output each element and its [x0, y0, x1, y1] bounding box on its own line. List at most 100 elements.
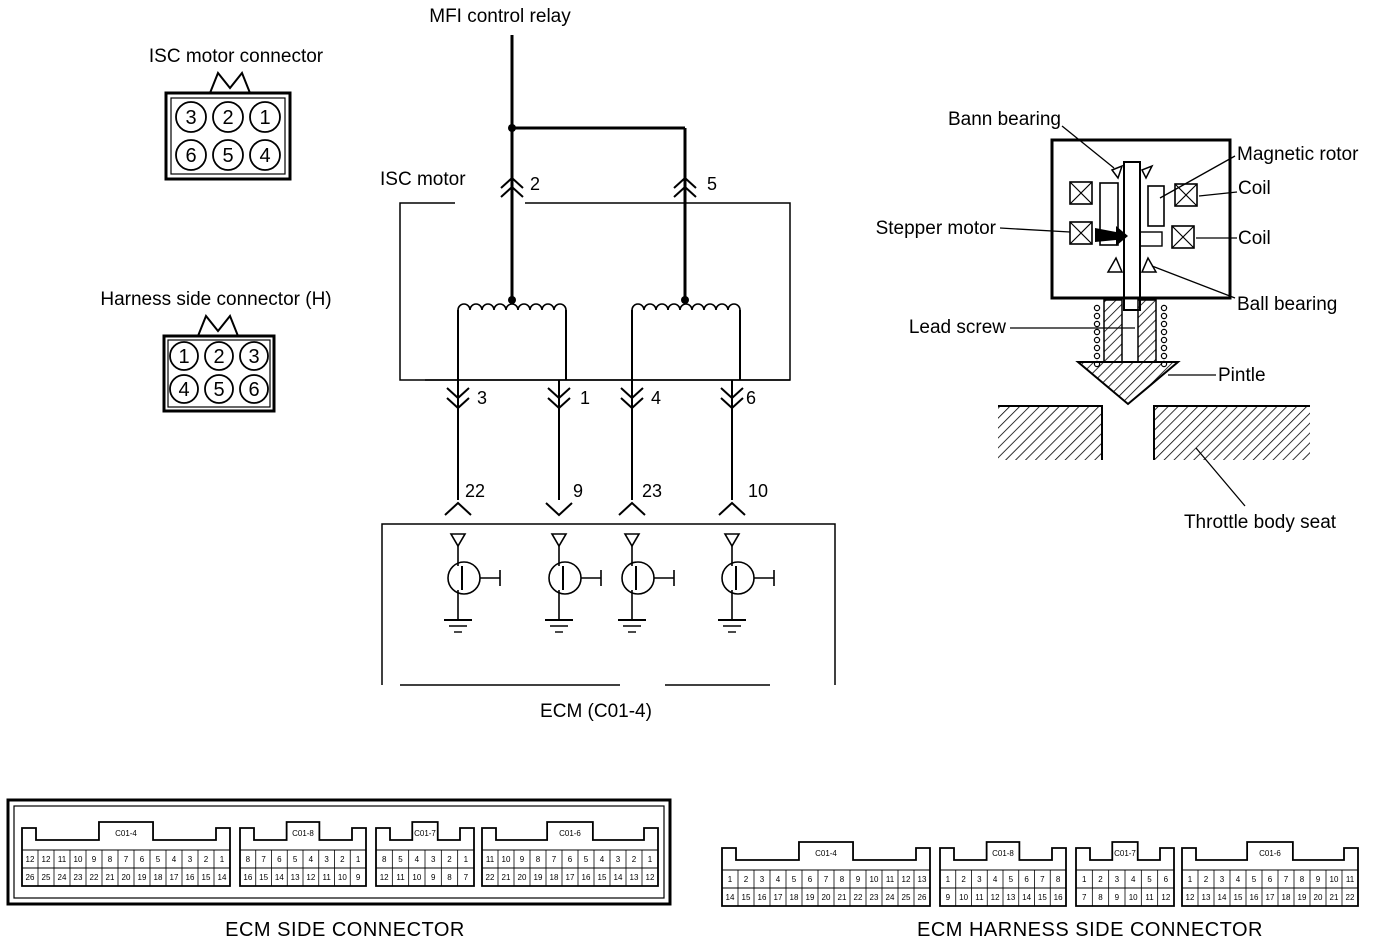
motor-pin-5: 5	[707, 174, 717, 194]
connector-pin-number: 17	[170, 873, 179, 882]
spring-coil-mark	[1093, 336, 1101, 344]
connector-pin-number: 10	[502, 855, 511, 864]
connector-pin-number: 15	[598, 873, 607, 882]
connector-pin-number: 2	[204, 855, 209, 864]
connector-pin-number: 9	[431, 873, 436, 882]
connector-pin-number: 7	[824, 875, 829, 884]
connector-pin-number: 16	[243, 873, 252, 882]
connector-pin-number: 3	[324, 855, 329, 864]
connector-pin-number: 6	[808, 875, 813, 884]
connector-pin-number: 12	[1161, 893, 1170, 902]
connector-pin-number: 20	[822, 893, 831, 902]
connector-pin-number: 15	[1234, 893, 1243, 902]
ball-bearing-label: Ball bearing	[1237, 294, 1337, 315]
connector-pin-number: 5	[1147, 875, 1152, 884]
connector-pin-number: 22	[854, 893, 863, 902]
connector-pin-number: 9	[1316, 875, 1321, 884]
connector-pin-number: 10	[412, 873, 421, 882]
connector-pin-number: 6	[1024, 875, 1029, 884]
connector-pin-number: 21	[838, 893, 847, 902]
isc-connector-label: ISC motor connector	[149, 46, 324, 67]
connector-pin-number: 5	[1252, 875, 1257, 884]
connector-pin-number: 17	[774, 893, 783, 902]
connector-pin-number: 4	[309, 855, 314, 864]
stepper-motor-label: Stepper motor	[876, 218, 997, 239]
harness-pin-circle	[239, 374, 269, 404]
connector-pin-number: 19	[806, 893, 815, 902]
connector-pin-number: 11	[396, 873, 405, 882]
connector-pin-number: 24	[886, 893, 895, 902]
connector-pin-number: 1	[1082, 875, 1087, 884]
connector-pin-number: 3	[760, 875, 765, 884]
connector-pin-number: 9	[1115, 893, 1120, 902]
connector-pin-number: 2	[1098, 875, 1103, 884]
connector-pin-number: 12	[1186, 893, 1195, 902]
connector-pin-number: 19	[1298, 893, 1307, 902]
connector-pin-number: 8	[382, 855, 387, 864]
connector-pin-number: 3	[977, 875, 982, 884]
connector-pin-number: 4	[415, 855, 420, 864]
isc-motor-label: ISC motor	[380, 169, 466, 190]
connector-pin-number: 3	[188, 855, 193, 864]
connector-pin-number: 9	[92, 855, 97, 864]
connector-pin-number: 15	[742, 893, 751, 902]
connector-pin-number: 10	[1330, 875, 1339, 884]
throttle-body-seat-label: Throttle body seat	[1184, 512, 1337, 533]
connector-pin-number: 15	[202, 873, 211, 882]
connector-pin-number: 18	[790, 893, 799, 902]
spring-coil-mark	[1093, 328, 1101, 336]
connector-pin-number: 13	[918, 875, 927, 884]
connector-pin-number: 3	[1115, 875, 1120, 884]
connector-block-name: C01-4	[115, 829, 137, 838]
isc-pin-circle	[175, 101, 207, 133]
connector-pin-number: 7	[124, 855, 129, 864]
connector-pin-number: 2	[447, 855, 452, 864]
ecm-label: ECM (C01-4)	[540, 701, 652, 722]
isc-pin-number: 5	[222, 145, 233, 167]
motor-pin-2: 2	[530, 174, 540, 194]
connector-pin-number: 14	[614, 873, 623, 882]
connector-pin-number: 20	[518, 873, 527, 882]
mfi-relay-label: MFI control relay	[429, 6, 571, 27]
isc-pin-circle	[249, 139, 281, 171]
connector-pin-number: 16	[1250, 893, 1259, 902]
connector-pin-number: 21	[106, 873, 115, 882]
connector-pin-number: 13	[630, 873, 639, 882]
magnetic-rotor-label: Magnetic rotor	[1237, 144, 1359, 165]
spring-coil-mark	[1160, 320, 1168, 328]
connector-pin-number: 21	[502, 873, 511, 882]
connector-pin-number: 10	[74, 855, 83, 864]
connector-pin-number: 8	[1098, 893, 1103, 902]
connector-pin-number: 5	[398, 855, 403, 864]
connector-pin-number: 8	[108, 855, 113, 864]
harness-pin-circle	[204, 374, 234, 404]
connector-pin-number: 16	[582, 873, 591, 882]
connector-pin-number: 16	[186, 873, 195, 882]
harness-pin-number: 6	[248, 379, 259, 401]
connector-block-name: C01-6	[559, 829, 581, 838]
ecm-terminal-23: 23	[642, 481, 662, 501]
connector-pin-number: 20	[1314, 893, 1323, 902]
connector-block-name: C01-6	[1259, 849, 1281, 858]
connector-pin-number: 1	[464, 855, 469, 864]
connector-pin-number: 15	[1038, 893, 1047, 902]
motor-pin-4: 4	[651, 388, 661, 408]
ecm-transistor	[444, 533, 501, 633]
spring-coil-mark	[1093, 320, 1101, 328]
connector-pin-number: 11	[975, 893, 984, 902]
connector-pin-number: 5	[293, 855, 298, 864]
connector-pin-number: 4	[1131, 875, 1136, 884]
connector-pin-number: 8	[246, 855, 251, 864]
connector-pin-number: 12	[42, 855, 51, 864]
harness-pin-circle	[169, 374, 199, 404]
connector-pin-number: 11	[486, 855, 495, 864]
connector-pin-number: 10	[338, 873, 347, 882]
isc-pin-circle	[175, 139, 207, 171]
connector-pin-number: 1	[648, 855, 653, 864]
